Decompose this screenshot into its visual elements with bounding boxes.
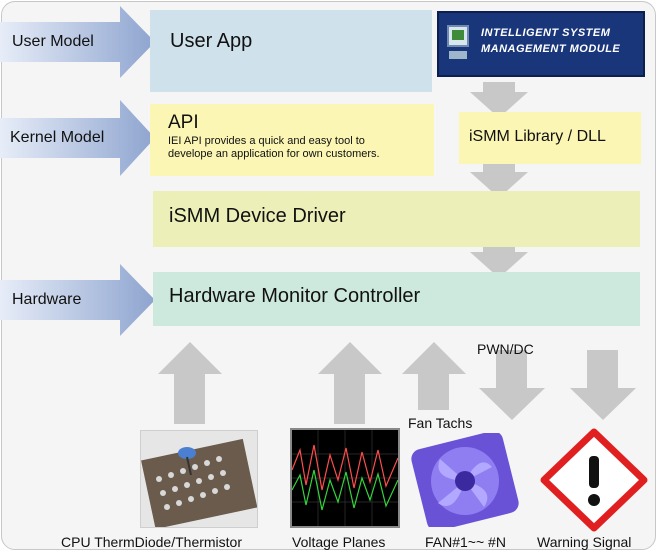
fan-caption: FAN#1~~ #N (425, 534, 506, 550)
kernel-model-arrow (0, 100, 155, 176)
logo-to-library-arrow (470, 82, 528, 118)
driver-to-controller-arrow (470, 245, 528, 278)
user-app-label: User App (170, 30, 253, 52)
cpu-thermistor-caption: CPU ThermDiode/Thermistor (61, 534, 243, 550)
user-model-arrow (0, 6, 155, 78)
fan-tachs-up-arrow (402, 342, 466, 410)
logo-text-line1: INTELLIGENT SYSTEM (481, 27, 611, 39)
hw-controller-label: Hardware Monitor Controller (169, 285, 421, 307)
computer-icon (447, 25, 469, 47)
api-description-line1: IEI API provides a quick and easy tool t… (168, 135, 365, 147)
api-title: API (168, 112, 199, 133)
voltage-oscilloscope-image (290, 428, 400, 528)
voltage-up-arrow (318, 342, 382, 424)
ismm-library-block: iSMM Library / DLL (459, 112, 641, 164)
voltage-planes-caption: Voltage Planes (292, 534, 386, 550)
user-model-label: User Model (12, 33, 94, 50)
fan-tachs-label: Fan Tachs (408, 415, 473, 431)
cpu-thermistor-image (140, 430, 258, 528)
pwm-down-arrow (479, 350, 545, 420)
ismm-logo: INTELLIGENT SYSTEM MANAGEMENT MODULE (437, 11, 645, 77)
hardware-arrow (0, 264, 155, 336)
fan-image (410, 430, 520, 532)
kernel-model-label: Kernel Model (10, 129, 105, 146)
hardware-label: Hardware (12, 291, 82, 308)
device-driver-block: iSMM Device Driver (153, 191, 640, 247)
api-block: API IEI API provides a quick and easy to… (150, 104, 434, 176)
pwm-label: PWN/DC (477, 341, 534, 357)
device-driver-label: iSMM Device Driver (169, 205, 346, 227)
logo-text-line2: MANAGEMENT MODULE (481, 43, 621, 55)
cpu-up-arrow (158, 342, 222, 424)
warning-signal-caption: Warning Signal (537, 534, 632, 550)
warning-down-arrow (570, 350, 636, 420)
api-description-line2: develope an application for own customer… (168, 148, 380, 160)
user-app-block: User App (150, 10, 432, 92)
monitor-stand-icon (449, 51, 467, 59)
library-to-driver-arrow (470, 163, 528, 198)
warning-sign-image (540, 428, 648, 532)
hw-controller-block: Hardware Monitor Controller (153, 272, 640, 326)
ismm-library-label: iSMM Library / DLL (469, 128, 606, 145)
